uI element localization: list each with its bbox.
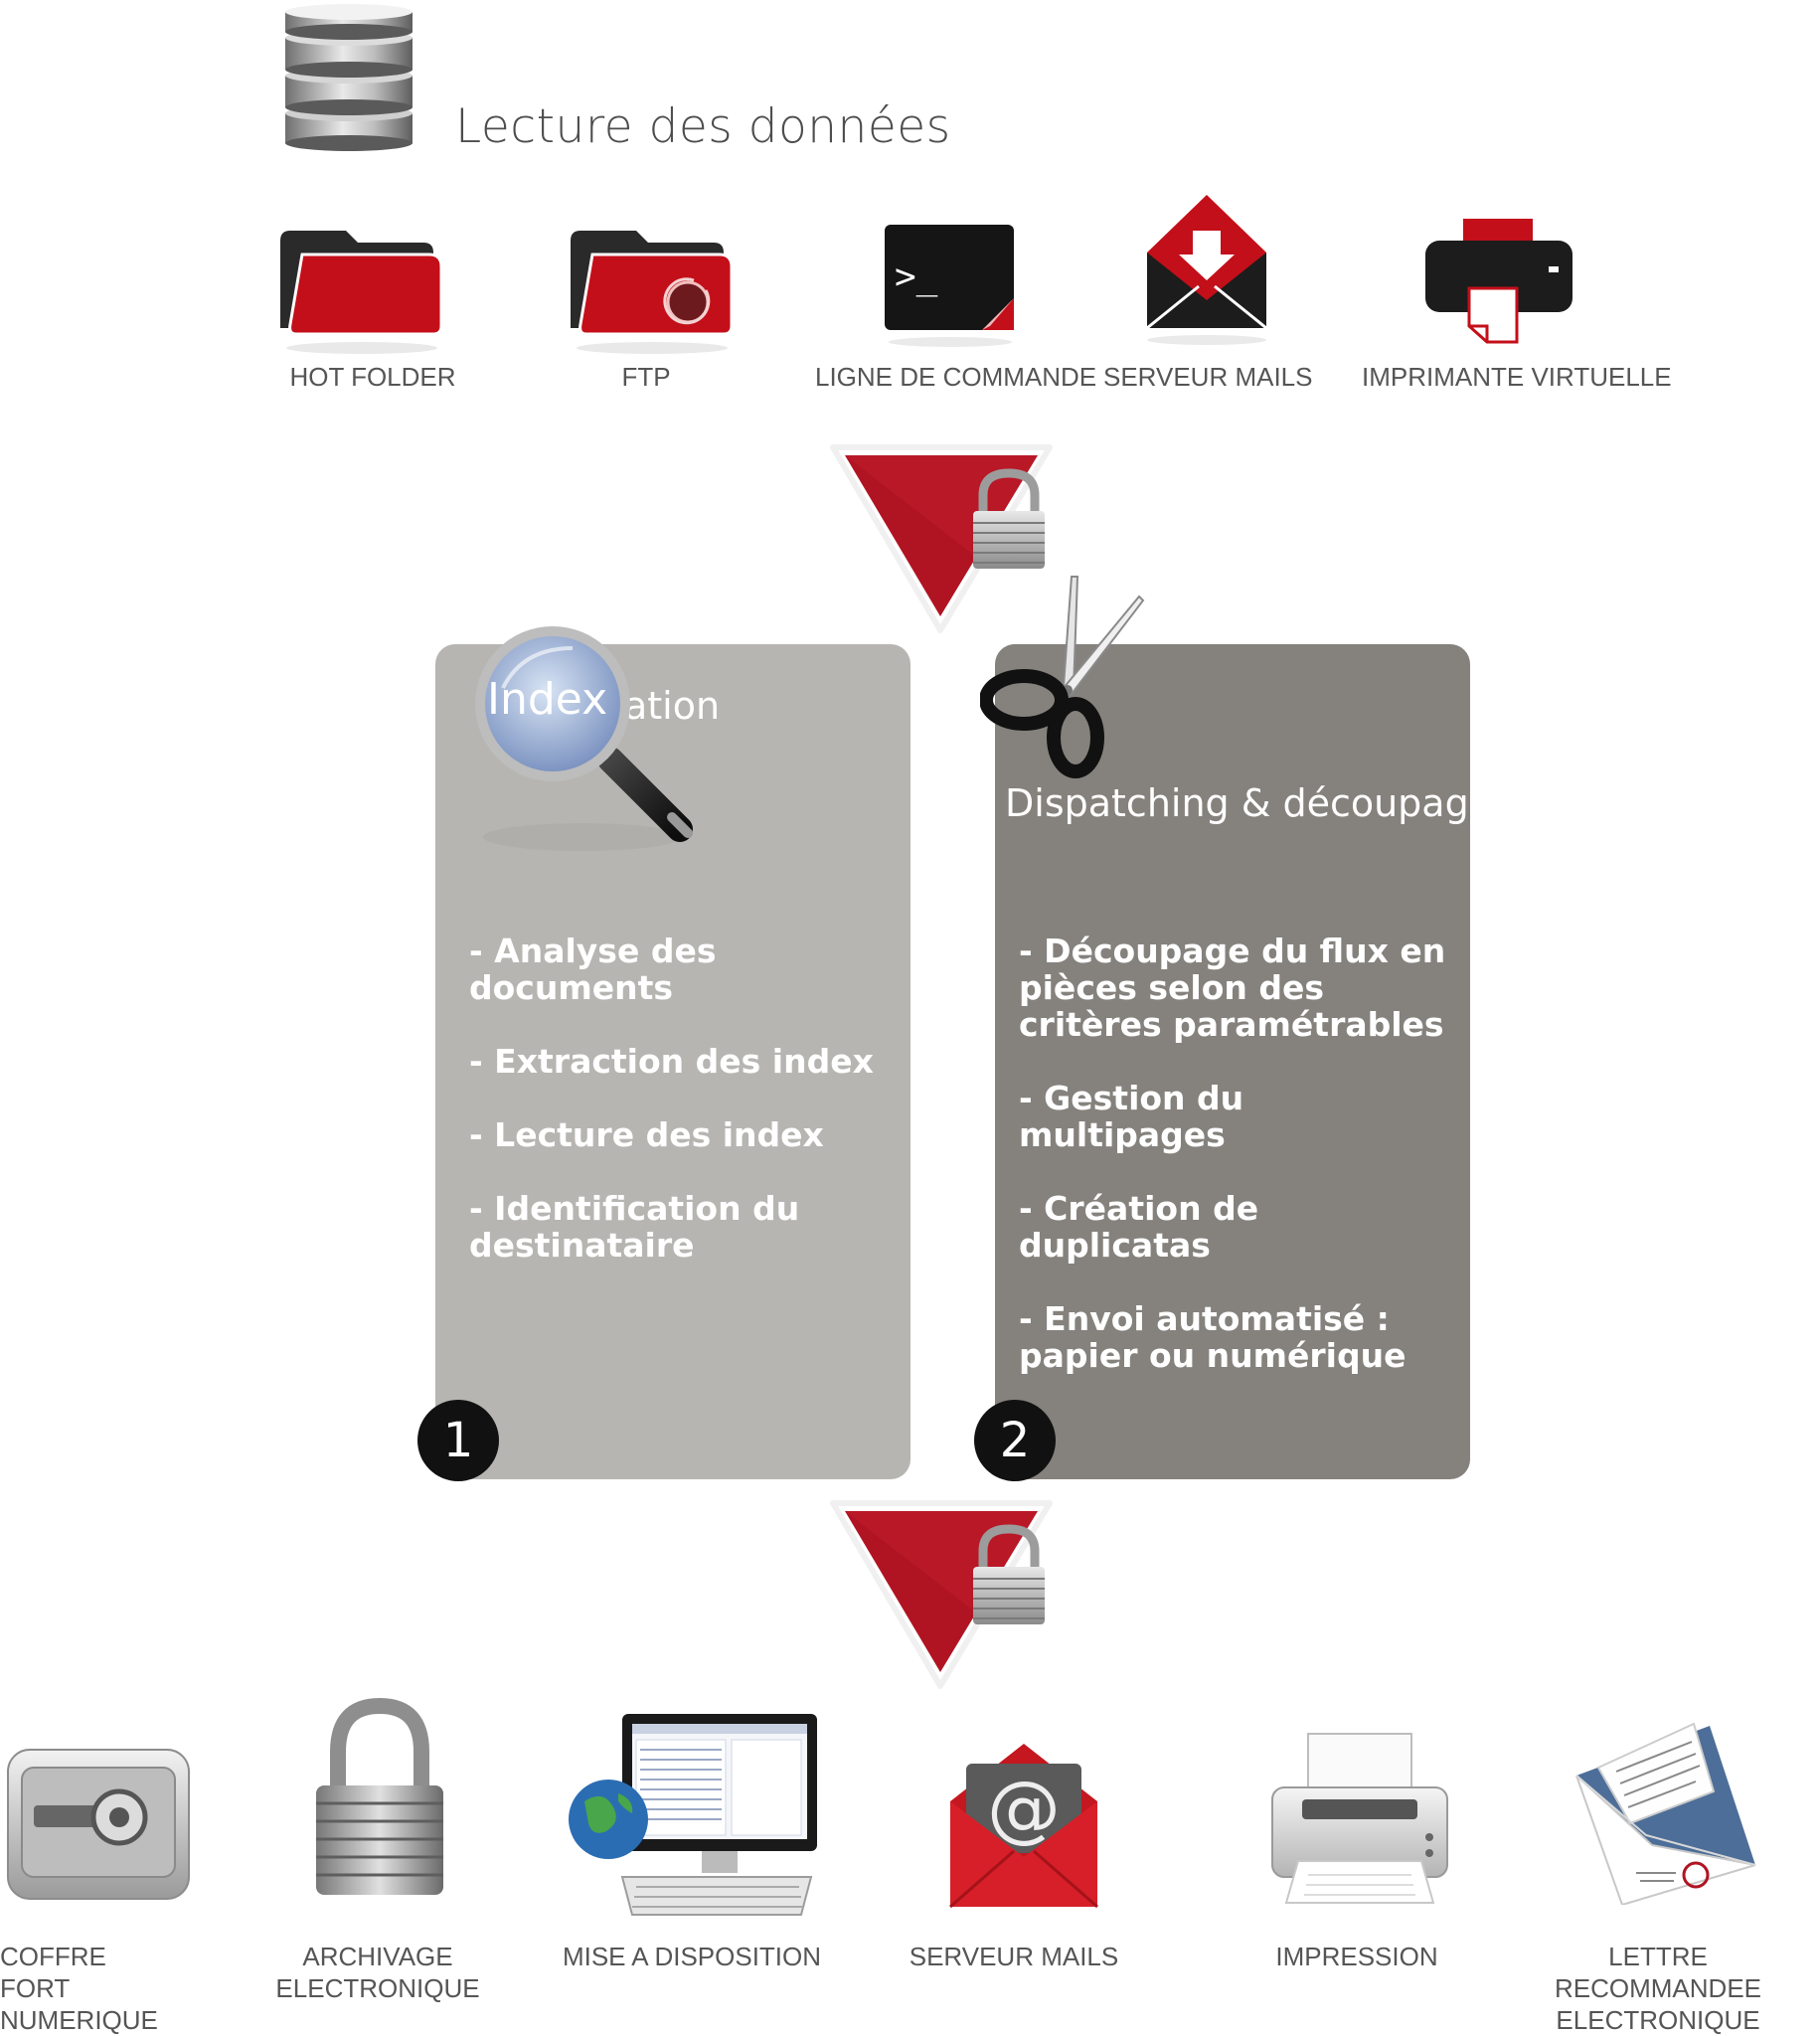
magnifier-icon: Index (463, 618, 722, 867)
scissors-icon (980, 571, 1149, 779)
step-2-title: Dispatching & découpage (1005, 781, 1493, 825)
step-1-bullet: - Analyse des documents (469, 932, 717, 1007)
step-2-bullet: - Découpage du flux en pièces selon des … (1019, 932, 1446, 1044)
svg-text:@: @ (987, 1766, 1061, 1851)
source-label-imprimante-virtuelle: IMPRIMANTE VIRTUELLE (1362, 362, 1672, 392)
step-1-bullet: - Extraction des index (469, 1042, 874, 1081)
destination-label-coffre-fort: COFFRE FORT NUMERIQUE (0, 1942, 158, 2035)
step-2-bullets: - Découpage du flux en pièces selon des … (1019, 933, 1456, 1411)
terminal-prompt: >_ (895, 256, 938, 297)
step-2-bullet: - Envoi automatisé : papier ou numérique (1019, 1299, 1406, 1375)
lock-icon-bottom (969, 1523, 1049, 1632)
hot-folder-icon (276, 221, 445, 360)
source-label-serveur-mails: SERVEUR MAILS (1103, 362, 1313, 392)
step-2-bullet: - Création de duplicatas (1019, 1189, 1259, 1265)
step-1-title-magnified: Index (487, 674, 608, 725)
step-2-badge: 2 (974, 1400, 1056, 1481)
page-title: Lecture des données (455, 99, 951, 154)
step-1-title-rest: ation (624, 684, 721, 728)
step-panel-dispatching: Dispatching & découpage - Découpage du f… (995, 644, 1492, 1479)
destination-label-serveur-mails: SERVEUR MAILS (909, 1942, 1119, 1971)
registered-letter-icon (1547, 1706, 1765, 1905)
virtual-printer-icon (1421, 217, 1580, 356)
step-1-badge: 1 (417, 1400, 499, 1481)
step-panel-indexation: ation - Analyse des documents - Extracti… (435, 644, 910, 1479)
source-label-hot-folder: HOT FOLDER (289, 362, 456, 392)
step-1-bullet: - Lecture des index (469, 1115, 824, 1154)
terminal-icon: >_ (881, 221, 1020, 350)
step-2-bullet: - Gestion du multipages (1019, 1079, 1244, 1154)
lock-icon-top (969, 467, 1049, 577)
destination-label-impression: IMPRESSION (1275, 1942, 1438, 1971)
source-label-ligne-de-commande: LIGNE DE COMMANDE (815, 362, 1097, 392)
ftp-folder-icon (567, 221, 736, 360)
database-icon (281, 2, 416, 151)
step-1-bullet: - Identification du destinataire (469, 1189, 800, 1265)
safe-icon (4, 1744, 193, 1913)
source-label-ftp: FTP (621, 362, 671, 392)
mail-download-icon (1143, 191, 1272, 350)
padlock-icon (310, 1698, 449, 1907)
printer-icon (1268, 1730, 1451, 1909)
step-1-bullets: - Analyse des documents - Extraction des… (469, 933, 907, 1300)
computer-globe-icon (563, 1710, 821, 1929)
destination-label-lettre-recommandee: LETTRE RECOMMANDEE ELECTRONIQUE (1554, 1942, 1761, 2035)
destination-label-archivage: ARCHIVAGE ELECTRONIQUE (275, 1942, 480, 2003)
email-at-icon: @ (944, 1740, 1103, 1919)
destination-label-mise-a-disposition: MISE A DISPOSITION (562, 1942, 822, 1971)
